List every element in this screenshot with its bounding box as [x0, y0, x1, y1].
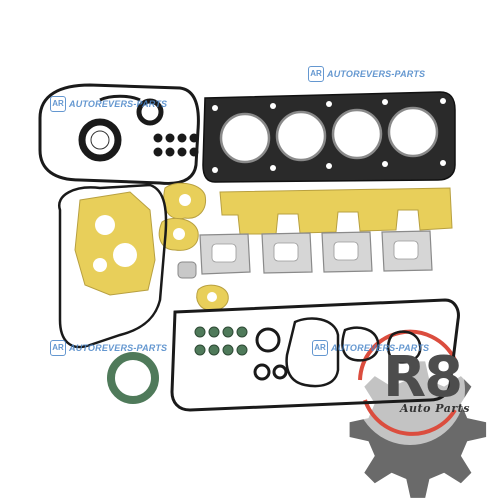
logo-brand: R8 — [383, 345, 463, 410]
watermark-badge: AR — [312, 340, 328, 356]
oil-filter-gasket — [341, 326, 380, 362]
cover-gasket-small — [386, 330, 422, 364]
watermark: AR AUTOREVERS-PARTS — [312, 340, 429, 356]
front-cover-gaskets-yellow — [74, 191, 156, 296]
valve-cover-gasket-black — [170, 298, 460, 412]
o-rings — [253, 327, 288, 381]
crank-seal — [78, 118, 122, 162]
watermark-text: AUTOREVERS-PARTS — [331, 343, 430, 353]
watermark-text: AUTOREVERS-PARTS — [69, 343, 168, 353]
valve-stem-seals-bottom — [194, 326, 248, 356]
watermark: AR AUTOREVERS-PARTS — [50, 96, 167, 112]
cam-seal — [136, 98, 164, 126]
water-pump-gasket-black — [285, 317, 340, 388]
watermark-badge: AR — [50, 340, 66, 356]
watermark-text: AUTOREVERS-PARTS — [69, 99, 168, 109]
head-gasket — [202, 91, 456, 183]
watermark-text: AUTOREVERS-PARTS — [327, 69, 426, 79]
watermark: AR AUTOREVERS-PARTS — [308, 66, 425, 82]
rear-main-seal — [107, 352, 159, 404]
watermark-badge: AR — [308, 66, 324, 82]
front-cover-outline-black — [58, 183, 168, 349]
logo-subtitle: Auto Parts — [400, 402, 470, 415]
exhaust-gaskets-metal — [199, 230, 433, 275]
r8-gear-logo — [349, 329, 487, 498]
watermark-badge: AR — [50, 96, 66, 112]
manifold-gasket-yellow — [219, 187, 453, 235]
valve-stem-seals-top — [153, 133, 199, 157]
timing-cover-gasket-black — [38, 83, 200, 185]
watermark: AR AUTOREVERS-PARTS — [50, 340, 167, 356]
